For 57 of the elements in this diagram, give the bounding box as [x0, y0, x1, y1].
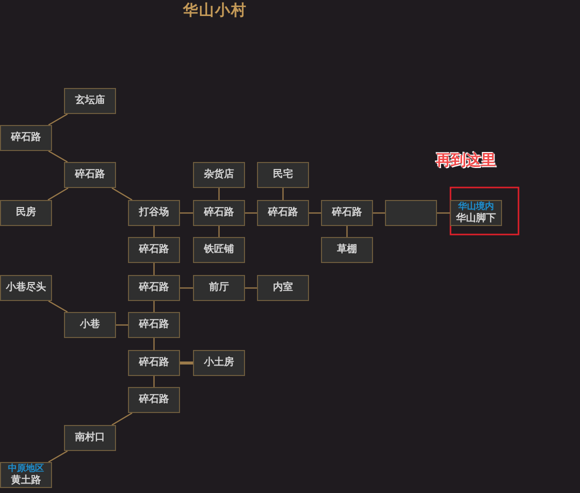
connector-line	[153, 376, 155, 387]
location-box: 小巷尽头	[0, 275, 52, 301]
location-box: 碎石路	[193, 200, 245, 226]
location-name: 黄土路	[11, 474, 41, 486]
location-name: 华山脚下	[456, 212, 496, 224]
location-box: 碎石路	[128, 350, 180, 376]
location-box: 碎石路	[128, 387, 180, 413]
location-box: 玄坛庙	[64, 88, 116, 114]
connector-line	[180, 212, 193, 214]
connector-line	[116, 324, 128, 326]
connector-line	[218, 188, 220, 200]
connector-line	[309, 212, 321, 214]
connector-line	[245, 212, 257, 214]
connector-line	[153, 301, 155, 312]
connector-line	[153, 338, 155, 350]
location-box: 碎石路	[64, 162, 116, 188]
location-box: 小巷	[64, 312, 116, 338]
connector-line	[48, 150, 68, 163]
connector-line	[153, 263, 155, 275]
location-box: 碎石路	[321, 200, 373, 226]
connector-line	[153, 226, 155, 237]
location-box: 内室	[257, 275, 309, 301]
connector-line	[48, 300, 68, 313]
location-box: 碎石路	[257, 200, 309, 226]
connector-line	[437, 212, 450, 214]
location-box: 草棚	[321, 237, 373, 263]
location-box: 南村口	[64, 425, 116, 451]
title: 华山小村	[182, 1, 248, 20]
location-box: 民房	[0, 200, 52, 226]
connector-line	[112, 412, 132, 426]
location-box: 铁匠铺	[193, 237, 245, 263]
location-box: 前厅	[193, 275, 245, 301]
connector-line	[180, 287, 193, 289]
location-box: 打谷场	[128, 200, 180, 226]
region-label: 中原地区	[8, 464, 44, 474]
location-box: 碎石路	[128, 237, 180, 263]
location-box	[450, 200, 502, 226]
location-box: 小土房	[193, 350, 245, 376]
location-box: 民宅	[257, 162, 309, 188]
connector-line	[48, 450, 68, 463]
connector-line	[373, 212, 385, 214]
connector-line	[245, 287, 257, 289]
location-box: 碎石路	[0, 125, 52, 151]
location-box: 碎石路	[128, 312, 180, 338]
connector-line	[282, 188, 284, 200]
connector-line	[112, 187, 132, 201]
connector-line	[48, 187, 68, 201]
connector-line	[48, 113, 68, 126]
location-box: 杂货店	[193, 162, 245, 188]
connector-line	[218, 226, 220, 237]
connector-line	[180, 362, 193, 364]
region-label: 华山境内	[458, 202, 494, 212]
connector-line	[346, 226, 348, 237]
annotation-text: 再到这里	[436, 151, 496, 170]
location-box	[0, 462, 52, 488]
location-box: 碎石路	[128, 275, 180, 301]
empty-box	[385, 200, 437, 226]
